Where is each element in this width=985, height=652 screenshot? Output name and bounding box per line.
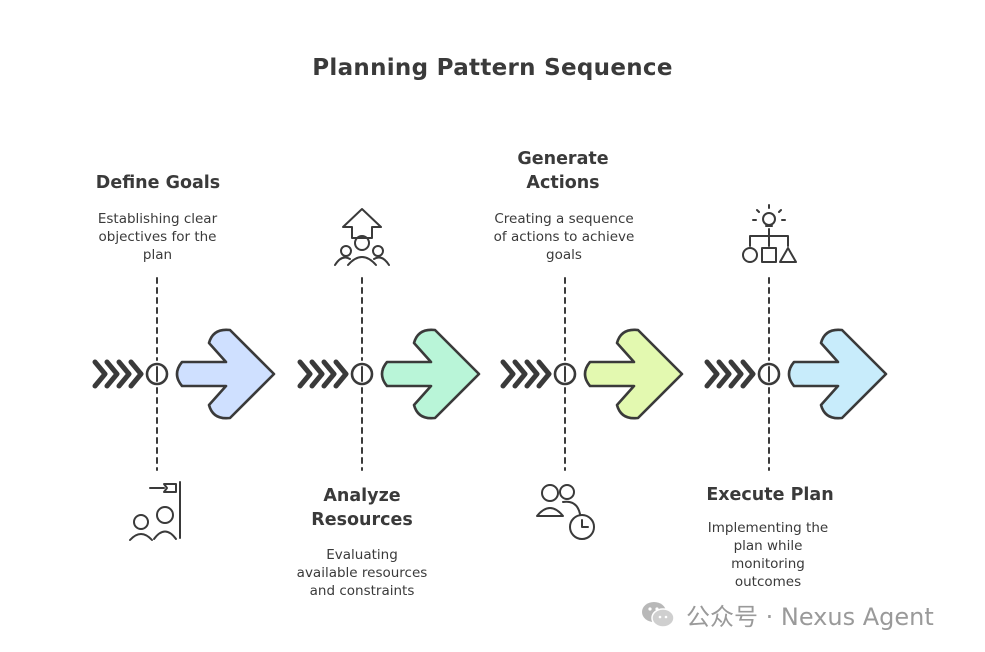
stage-2-description: Evaluating available resources and const… xyxy=(258,546,466,600)
stage-3-desc-line-1: Creating a sequence xyxy=(494,211,634,227)
wechat-icon xyxy=(642,601,675,628)
stage-1-chevrons-icon xyxy=(92,359,144,389)
stage-2-arrow xyxy=(380,328,481,420)
lightbulb-shapes-icon xyxy=(742,204,797,263)
stage-1-desc-line-3: plan xyxy=(142,247,173,263)
stage-3-arrow xyxy=(583,328,684,420)
stage-3-chevrons-icon xyxy=(500,359,552,389)
stage-4-desc-line-2: plan while xyxy=(733,538,803,554)
stage-1-description: Establishing clear objectives for the pl… xyxy=(55,210,260,264)
stage-2-desc-line-3: and constraints xyxy=(309,583,415,599)
users-clock-icon xyxy=(536,484,595,540)
stage-1-desc-line-1: Establishing clear xyxy=(97,211,218,227)
stage-4-arrow xyxy=(787,328,888,420)
stage-4-title-line-1: Execute Plan xyxy=(706,485,834,505)
team-flag-icon xyxy=(129,481,181,541)
stage-3-desc-line-3: goals xyxy=(546,247,582,263)
group-arrow-up-icon xyxy=(334,208,390,266)
stage-4-chevrons-icon xyxy=(704,359,756,389)
stage-3-desc-line-2: of actions to achieve xyxy=(493,229,635,245)
stage-2-title: Analyze Resources xyxy=(262,484,462,532)
watermark: 公众号 · Nexus Agent xyxy=(640,597,934,632)
stage-2-title-line-1: Analyze xyxy=(323,486,401,506)
stage-1-title: Define Goals xyxy=(58,171,258,195)
stage-4-description: Implementing the plan while monitoring o… xyxy=(668,519,868,591)
diagram-title: Planning Pattern Sequence xyxy=(312,55,673,81)
stage-4-desc-line-4: outcomes xyxy=(734,574,802,590)
stage-1-arrow xyxy=(175,328,276,420)
stage-2-title-line-2: Resources xyxy=(311,510,413,530)
watermark-text: 公众号 · Nexus Agent xyxy=(686,603,934,631)
stage-3-title-line-1: Generate xyxy=(517,149,609,169)
stage-4-title: Execute Plan xyxy=(665,483,875,507)
stage-1-title-line-1: Define Goals xyxy=(95,173,221,193)
stage-2-desc-line-2: available resources xyxy=(296,565,428,581)
stage-2-desc-line-1: Evaluating xyxy=(326,547,398,563)
stage-3-description: Creating a sequence of actions to achiev… xyxy=(455,210,673,264)
stage-3-title-line-2: Actions xyxy=(526,173,600,193)
stage-3-title: Generate Actions xyxy=(463,147,663,195)
stage-1-desc-line-2: objectives for the xyxy=(98,229,217,245)
stage-4-desc-line-3: monitoring xyxy=(731,556,805,572)
stage-4-desc-line-1: Implementing the xyxy=(707,520,829,536)
stage-2-chevrons-icon xyxy=(297,359,349,389)
